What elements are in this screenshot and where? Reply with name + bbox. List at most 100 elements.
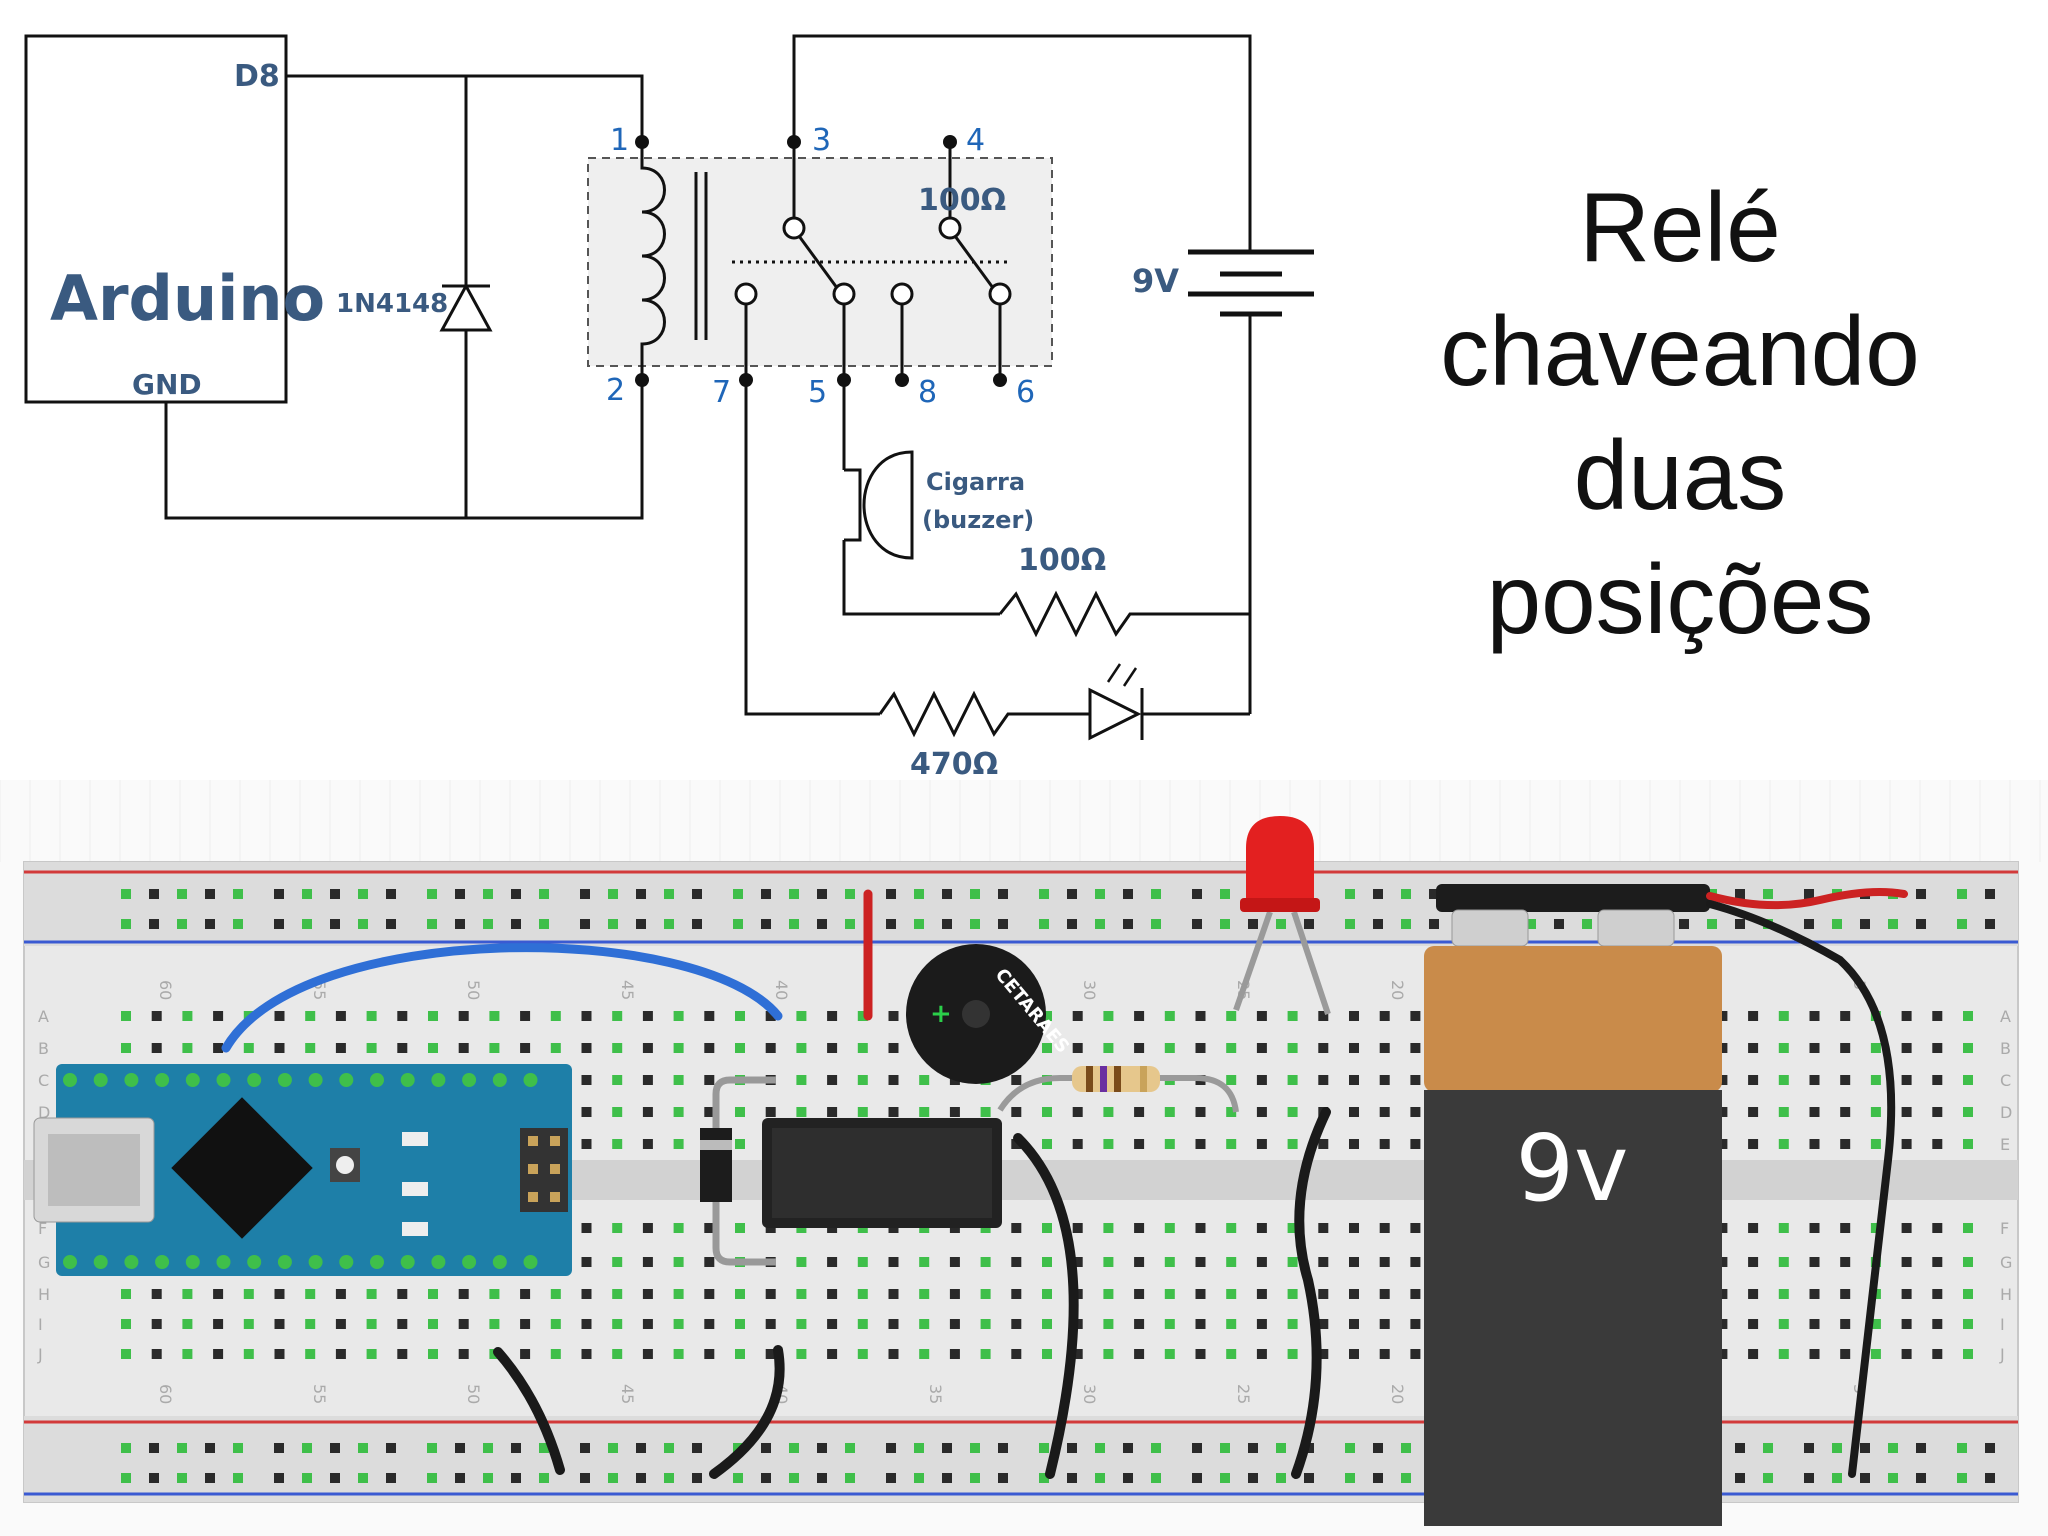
relay-inner-resistor-label: 100Ω xyxy=(918,183,1006,218)
breadboard-hole xyxy=(1151,919,1161,929)
breadboard-hole xyxy=(704,1257,715,1267)
breadboard-hole xyxy=(1042,1223,1052,1233)
breadboard-hole xyxy=(274,889,284,899)
breadboard-hole xyxy=(1349,1349,1359,1359)
breadboard-hole xyxy=(914,889,924,899)
breadboard-hole xyxy=(427,889,437,899)
breadboard-hole xyxy=(397,1349,408,1359)
breadboard-hole xyxy=(1963,1289,1973,1299)
breadboard-hole xyxy=(1134,1043,1145,1053)
breadboard-hole xyxy=(1526,919,1536,929)
breadboard-hole xyxy=(182,1043,193,1053)
breadboard-hole xyxy=(888,1349,899,1359)
breadboard-hole xyxy=(1870,1319,1881,1329)
breadboard-hole xyxy=(765,1289,776,1299)
breadboard-hole xyxy=(886,889,896,899)
breadboard-hole xyxy=(1304,919,1314,929)
breadboard-hole xyxy=(1072,1011,1083,1021)
breadboard-hole xyxy=(274,1349,285,1359)
breadboard-hole xyxy=(827,1289,838,1299)
breadboard-hole xyxy=(274,919,284,929)
breadboard-hole xyxy=(1164,1011,1175,1021)
breadboard-hole xyxy=(1717,1011,1728,1021)
breadboard-hole xyxy=(1011,1349,1022,1359)
breadboard-hole xyxy=(550,1289,561,1299)
breadboard-hole xyxy=(1349,1289,1359,1299)
breadboard-hole xyxy=(704,1011,715,1021)
breadboard-hole xyxy=(1717,1107,1728,1117)
breadboard-hole xyxy=(182,1289,193,1299)
breadboard-hole xyxy=(845,889,855,899)
breadboard-hole xyxy=(1123,1443,1133,1453)
breadboard-hole xyxy=(1401,919,1411,929)
breadboard-hole xyxy=(1373,1473,1383,1483)
breadboard-hole xyxy=(857,1349,868,1359)
breadboard-hole xyxy=(151,1349,162,1359)
breadboard-hole xyxy=(827,1107,838,1117)
breadboard-hole xyxy=(550,1011,561,1021)
breadboard-hole xyxy=(1067,919,1077,929)
breadboard-hole xyxy=(1809,1319,1820,1329)
breadboard-hole xyxy=(1840,1349,1851,1359)
breadboard-hole xyxy=(1095,1473,1105,1483)
nano-pin-row xyxy=(63,1073,538,1269)
breadboard-hole xyxy=(121,1443,131,1453)
breadboard-hole xyxy=(1287,1223,1298,1233)
breadboard-hole xyxy=(121,1473,131,1483)
arduino-pin-d8-label: D8 xyxy=(234,59,280,94)
resistor-led-label: 470Ω xyxy=(910,747,998,782)
breadboard-hole xyxy=(1401,1473,1411,1483)
breadboard-hole xyxy=(1985,1443,1995,1453)
breadboard-hole xyxy=(1901,1319,1912,1329)
breadboard-hole xyxy=(796,1043,807,1053)
buzzer-plus-icon: + xyxy=(930,999,952,1029)
breadboard-hole xyxy=(857,1107,868,1117)
breadboard-hole xyxy=(1832,1443,1842,1453)
breadboard-hole xyxy=(1349,1139,1359,1149)
breadboard-hole xyxy=(1195,1223,1206,1233)
breadboard-hole xyxy=(121,1349,131,1359)
breadboard-hole xyxy=(1103,1107,1114,1117)
breadboard-hole xyxy=(1011,1257,1022,1267)
diode-label: 1N4148 xyxy=(336,289,448,319)
breadboard-hole xyxy=(151,1289,162,1299)
breadboard-hole xyxy=(397,1319,408,1329)
breadboard-hole xyxy=(998,1443,1008,1453)
breadboard-hole xyxy=(1888,1473,1898,1483)
breadboard-hole xyxy=(182,1349,193,1359)
breadboard-hole xyxy=(673,1223,684,1233)
breadboard-hole xyxy=(243,1043,254,1053)
breadboard-hole xyxy=(673,1075,684,1085)
breadboard-hole xyxy=(735,1043,745,1053)
breadboard-hole xyxy=(1717,1289,1728,1299)
breadboard-hole xyxy=(397,1043,408,1053)
breadboard-hole xyxy=(636,919,646,929)
title-line-2: chaveando xyxy=(1440,296,1920,406)
breadboard-hole xyxy=(1957,889,1967,899)
breadboard-hole xyxy=(1582,919,1592,929)
breadboard-hole xyxy=(942,1443,952,1453)
breadboard-hole xyxy=(483,1473,493,1483)
breadboard-hole xyxy=(796,1075,807,1085)
breadboard-hole xyxy=(581,1043,592,1053)
breadboard-hole xyxy=(789,919,799,929)
breadboard-hole xyxy=(1410,1319,1421,1329)
breadboard-hole xyxy=(213,1043,224,1053)
breadboard-hole xyxy=(1256,1075,1267,1085)
breadboard-hole xyxy=(151,1043,162,1053)
breadboard-hole xyxy=(1901,1223,1912,1233)
breadboard-hole xyxy=(581,1319,592,1329)
breadboard-hole xyxy=(1410,1139,1421,1149)
breadboard-hole xyxy=(1192,889,1202,899)
breadboard-hole xyxy=(1318,1043,1329,1053)
breadboard-hole xyxy=(636,889,646,899)
row-letter: C xyxy=(2000,1071,2011,1090)
schematic xyxy=(24,34,1314,741)
breadboard-hole xyxy=(1287,1107,1298,1117)
breadboard-hole xyxy=(817,919,827,929)
breadboard-hole xyxy=(1379,1075,1390,1085)
breadboard-hole xyxy=(608,889,618,899)
breadboard-hole xyxy=(1679,919,1689,929)
breadboard-hole xyxy=(1287,1043,1298,1053)
breadboard-hole xyxy=(1717,1223,1728,1233)
